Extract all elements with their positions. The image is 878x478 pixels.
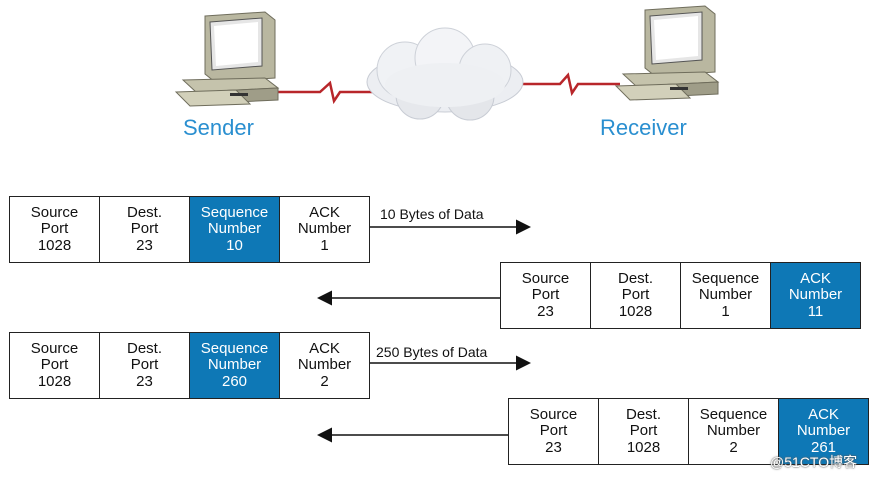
dest-port-field: Dest. Port 23 bbox=[100, 333, 190, 398]
field-label: Source bbox=[30, 339, 79, 357]
field-label: ACK bbox=[309, 339, 340, 357]
sequence-number-field: Sequence Number 260 bbox=[190, 333, 280, 398]
field-label: Dest. bbox=[126, 203, 162, 221]
computer-icon-sender bbox=[174, 11, 280, 107]
field-label: Number bbox=[788, 286, 843, 304]
field-label: ACK bbox=[309, 203, 340, 221]
field-label: Port bbox=[539, 422, 568, 440]
sequence-number-field: Sequence Number 10 bbox=[190, 197, 280, 262]
field-label: Port bbox=[621, 286, 650, 304]
receiver-label: Receiver bbox=[600, 115, 687, 140]
dest-port-field: Dest. Port 23 bbox=[100, 197, 190, 262]
field-label: Number bbox=[698, 286, 753, 304]
field-value: 23 bbox=[136, 372, 153, 390]
field-value: 1028 bbox=[37, 236, 72, 254]
ack-number-field: ACK Number 1 bbox=[280, 197, 369, 262]
sender-label: Sender bbox=[183, 115, 254, 140]
cloud-icon bbox=[366, 27, 524, 121]
field-label: Sequence bbox=[200, 203, 269, 221]
field-value: 1 bbox=[320, 236, 329, 254]
source-port-field: Source Port 23 bbox=[501, 263, 591, 328]
sender-link bbox=[270, 80, 385, 105]
field-value: 1028 bbox=[618, 302, 653, 320]
field-label: Sequence bbox=[200, 339, 269, 357]
ack-number-field: ACK Number 11 bbox=[771, 263, 860, 328]
field-label: Port bbox=[130, 220, 159, 238]
field-label: Number bbox=[796, 422, 851, 440]
source-port-field: Source Port 1028 bbox=[10, 333, 100, 398]
ack-number-field: ACK Number 2 bbox=[280, 333, 369, 398]
field-value: 23 bbox=[136, 236, 153, 254]
field-label: Port bbox=[40, 220, 69, 238]
field-value: 23 bbox=[545, 438, 562, 456]
field-value: 10 bbox=[226, 236, 243, 254]
sequence-number-field: Sequence Number 1 bbox=[681, 263, 771, 328]
arrow-label-2: 250 Bytes of Data bbox=[376, 344, 488, 360]
field-label: Number bbox=[706, 422, 761, 440]
field-label: Port bbox=[531, 286, 560, 304]
field-value: 261 bbox=[810, 438, 837, 456]
field-value: 2 bbox=[729, 438, 738, 456]
ack-number-field: ACK Number 261 bbox=[779, 399, 868, 464]
field-label: Port bbox=[40, 356, 69, 374]
field-value: 260 bbox=[221, 372, 248, 390]
field-label: Dest. bbox=[617, 269, 653, 287]
field-label: Number bbox=[297, 356, 352, 374]
tcp-segment-4: Source Port 23 Dest. Port 1028 Sequence … bbox=[508, 398, 869, 465]
field-value: 11 bbox=[807, 302, 824, 320]
field-label: Source bbox=[30, 203, 79, 221]
field-label: Sequence bbox=[699, 405, 768, 423]
field-value: 23 bbox=[537, 302, 554, 320]
field-label: Number bbox=[297, 220, 352, 238]
field-label: ACK bbox=[800, 269, 831, 287]
source-port-field: Source Port 23 bbox=[509, 399, 599, 464]
sequence-number-field: Sequence Number 2 bbox=[689, 399, 779, 464]
field-label: Port bbox=[130, 356, 159, 374]
dest-port-field: Dest. Port 1028 bbox=[591, 263, 681, 328]
field-label: Dest. bbox=[126, 339, 162, 357]
field-value: 2 bbox=[320, 372, 329, 390]
network-illustration bbox=[174, 5, 720, 121]
computer-icon-receiver bbox=[614, 5, 720, 101]
field-label: Number bbox=[207, 220, 262, 238]
field-label: ACK bbox=[808, 405, 839, 423]
tcp-segment-2: Source Port 23 Dest. Port 1028 Sequence … bbox=[500, 262, 861, 329]
field-label: Dest. bbox=[625, 405, 661, 423]
field-label: Port bbox=[629, 422, 658, 440]
watermark: @51CTO博客 bbox=[770, 454, 858, 470]
field-label: Source bbox=[529, 405, 578, 423]
tcp-segment-3: Source Port 1028 Dest. Port 23 Sequence … bbox=[9, 332, 370, 399]
field-label: Source bbox=[521, 269, 570, 287]
arrow-label-1: 10 Bytes of Data bbox=[380, 206, 484, 222]
receiver-link bbox=[510, 72, 620, 97]
field-label: Number bbox=[207, 356, 262, 374]
field-label: Sequence bbox=[691, 269, 760, 287]
source-port-field: Source Port 1028 bbox=[10, 197, 100, 262]
tcp-segment-1: Source Port 1028 Dest. Port 23 Sequence … bbox=[9, 196, 370, 263]
field-value: 1028 bbox=[626, 438, 661, 456]
dest-port-field: Dest. Port 1028 bbox=[599, 399, 689, 464]
field-value: 1 bbox=[721, 302, 730, 320]
field-value: 1028 bbox=[37, 372, 72, 390]
